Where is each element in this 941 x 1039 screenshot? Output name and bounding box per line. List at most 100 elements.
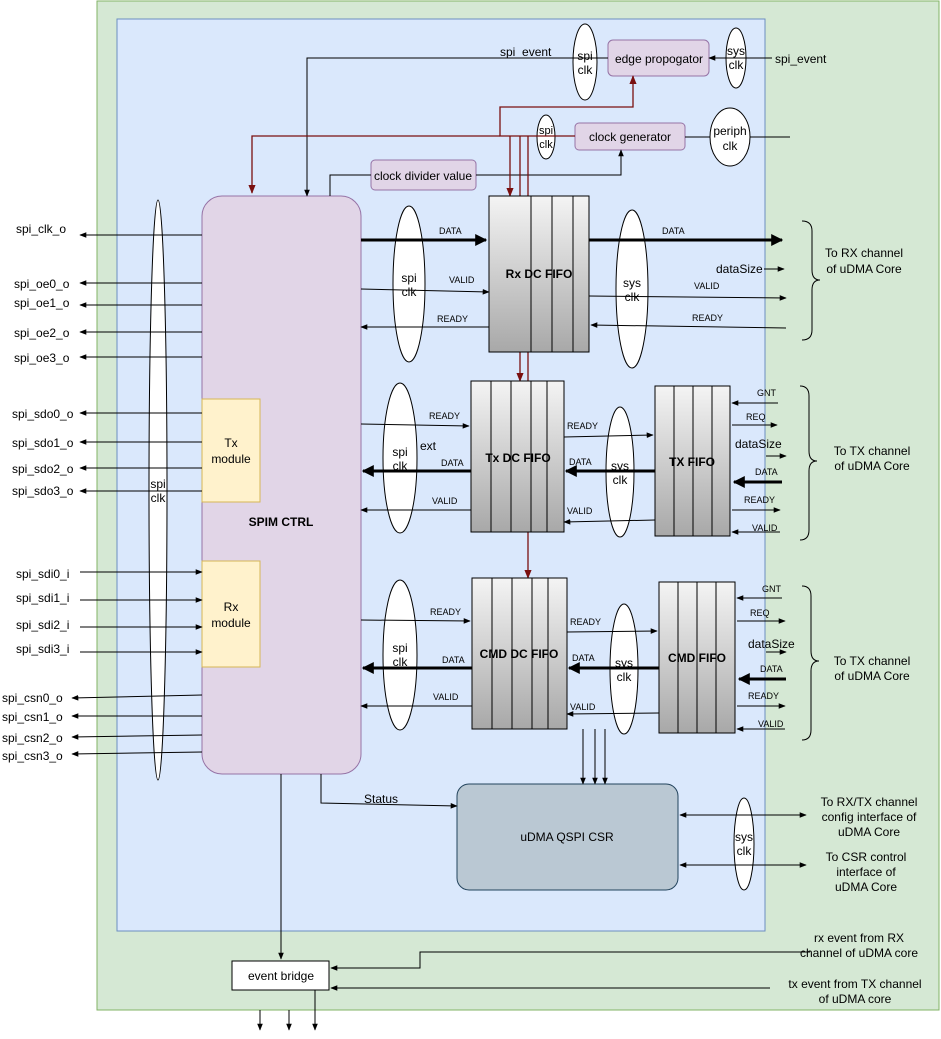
spi-event-out-label: spi_event [500,45,552,59]
tx-req: REQ [746,412,766,422]
event-bridge-block [231,960,330,991]
oe-label-3: spi_oe3_o [14,351,70,365]
cmd-ready-left: READY [430,607,461,617]
rx-module-block [201,560,261,668]
cmd-valid-mid: VALID [570,702,596,712]
csr-ctrl-2: interface of [836,865,896,879]
tx-ready-right: READY [744,495,775,505]
spi-clk-cmd [382,579,418,731]
tx-fifo: TX FIFO [654,385,731,537]
tx-module-block [201,398,261,503]
edge-propogator-label: edge propogator [615,52,703,66]
config-if-1: To RX/TX channel [821,795,918,809]
rx-module-label-2: module [211,616,251,630]
csn-label-1: spi_csn1_o [2,710,63,724]
tx-gnt: GNT [757,388,777,398]
sys-clk-edge-1: sys [727,44,745,58]
udma-csr-block [456,783,679,891]
tx-channel-2b: of uDMA Core [834,669,910,683]
rx-valid-right: VALID [694,281,720,291]
spi-clk-rx-1: spi [401,271,416,285]
config-if-3: uDMA Core [838,825,900,839]
spi-clk-tx [382,382,418,534]
clock-generator-label: clock generator [589,130,671,144]
sys-clk-edge-2: clk [729,58,745,72]
spi-clk-edge-1: spi [577,49,592,63]
rx-dc-fifo: Rx DC FIFO [488,195,590,353]
tx-dc-fifo: Tx DC FIFO [470,380,565,533]
sys-clk-csr-2: clk [737,844,753,858]
cmd-data-left: DATA [442,655,465,665]
clock-divider-label: clock divider value [374,169,472,183]
sys-clk-rx-2: clk [625,290,641,304]
spi-clk-tx-1: spi [392,445,407,459]
spi-clk-left-1: spi [150,477,165,491]
oe-signals: spi_oe0_o spi_oe1_o spi_oe2_o spi_oe3_o [14,277,202,365]
tx-ready-left: READY [429,411,460,421]
sdo-label-1: spi_sdo1_o [12,436,74,450]
tx-fifo-label: TX FIFO [669,455,715,469]
oe-label-1: spi_oe1_o [14,296,70,310]
tx-valid-mid: VALID [567,506,593,516]
tx-datasize: dataSize [735,437,782,451]
spi-clk-cmd-2: clk [393,655,409,669]
spi-clk-edge [572,23,598,101]
cmd-ready-right: READY [748,691,779,701]
cmd-fifo-label: CMD FIFO [668,651,726,665]
rx-valid-left: VALID [449,275,475,285]
spi-clk-left-2: clk [151,491,167,505]
csn-signals: spi_csn0_o spi_csn1_o spi_csn2_o spi_csn… [2,691,203,763]
spi-clk-cmd-1: spi [392,641,407,655]
tx-data-mid: DATA [569,457,592,467]
sys-clk-tx-2: clk [613,473,629,487]
udma-csr-label: uDMA QSPI CSR [520,830,614,844]
cmd-brace [801,585,820,741]
sys-clk-rx [615,209,649,369]
sdi-label-2: spi_sdi2_i [16,618,69,632]
cmd-valid-left: VALID [433,692,459,702]
spi-event-in-label: spi_event [775,52,827,66]
rx-channel-2: of uDMA Core [826,262,902,276]
tx-channel-1a: To TX channel [834,444,911,458]
csr-ctrl-1: To CSR control [826,850,907,864]
spi-clk-gen [536,114,556,160]
tx-dc-fifo-label: Tx DC FIFO [485,451,550,465]
ext-label: ext [420,439,437,453]
tx-ready-mid: READY [567,421,598,431]
sdo-label-0: spi_sdo0_o [12,407,74,421]
event-bridge-label: event bridge [248,969,314,983]
cmd-data-mid: DATA [572,653,595,663]
sys-clk-rx-1: sys [623,276,641,290]
sys-clk-csr-1: sys [735,830,753,844]
rx-event-1: rx event from RX [814,931,904,945]
config-if-2: config interface of [822,810,917,824]
tx-module-label-2: module [211,452,251,466]
csn-label-3: spi_csn3_o [2,749,63,763]
rx-brace [801,220,821,341]
sdo-signals: spi_sdo0_o spi_sdo1_o spi_sdo2_o spi_sdo… [12,407,202,498]
rx-event-2: channel of uDMA core [800,946,918,960]
cmd-data-right: DATA [760,664,783,674]
cmd-gnt: GNT [762,584,782,594]
cmd-req: REQ [750,608,770,618]
cmd-fifo: CMD FIFO [658,581,736,734]
rx-ready-right: READY [692,313,723,323]
rx-datasize: dataSize [716,262,763,276]
sdo-label-3: spi_sdo3_o [12,484,74,498]
spi-clk-gen-1: spi [539,125,553,137]
csn-label-2: spi_csn2_o [2,731,63,745]
periph-clk-1: periph [713,124,746,138]
csr-ctrl-3: uDMA Core [835,880,897,894]
cmd-dc-fifo-label: CMD DC FIFO [480,647,559,661]
spi-clk-o-label: spi_clk_o [16,222,66,236]
spi-clk-gen-2: clk [539,139,553,151]
cmd-valid-right: VALID [758,719,784,729]
cmd-datasize: dataSize [748,637,795,651]
spi-clk-edge-2: clk [578,63,594,77]
rx-module-label-1: Rx [224,600,239,614]
sdi-label-1: spi_sdi1_i [16,591,69,605]
tx-event-2: of uDMA core [819,992,892,1006]
rx-channel-1: To RX channel [825,246,903,260]
cmd-ready-mid: READY [570,617,601,627]
